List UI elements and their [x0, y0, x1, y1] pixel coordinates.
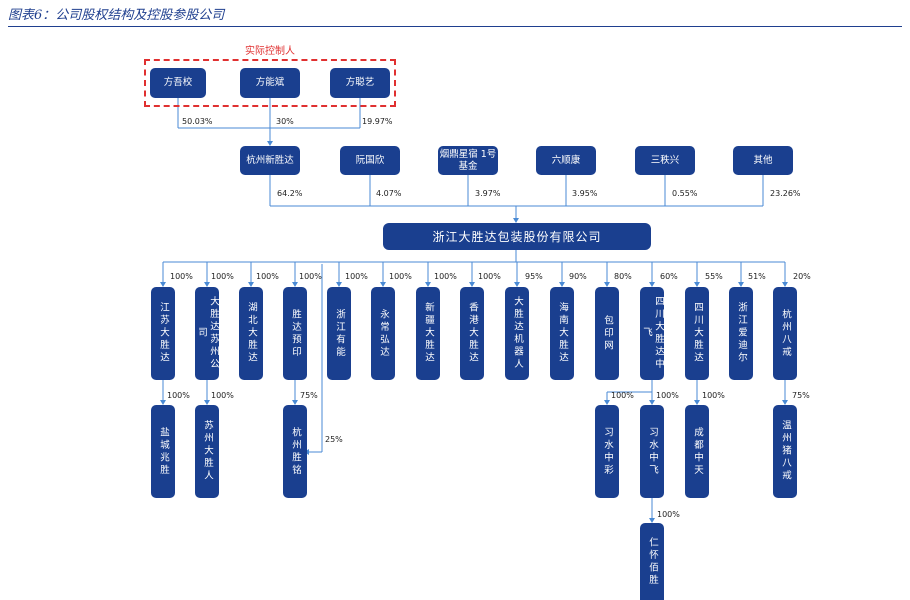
subsidiary-pct: 100% — [211, 272, 234, 281]
caption-divider — [8, 26, 902, 27]
controller-node: 方聪艺 — [330, 68, 390, 98]
subsidiary-pct: 60% — [660, 272, 678, 281]
subsidiary-node: 胜达预印 — [283, 287, 307, 380]
subsidiary-pct: 100% — [170, 272, 193, 281]
subsidiary-pct: 100% — [345, 272, 368, 281]
subsidiary-pct: 100% — [389, 272, 412, 281]
subsidiary-node: 新疆大胜达 — [416, 287, 440, 380]
second-level-node: 杭州胜铭 — [283, 405, 307, 498]
controller-pct: 30% — [276, 117, 294, 126]
subsidiary-node: 海南大胜达 — [550, 287, 574, 380]
third-level-node: 仁怀佰胜 — [640, 523, 664, 600]
subsidiary-node: 浙江爱迪尔 — [729, 287, 753, 380]
controller-node: 方能斌 — [240, 68, 300, 98]
subsidiary-pct: 95% — [525, 272, 543, 281]
second-level-pct: 100% — [702, 391, 725, 400]
figure-caption: 图表6：公司股权结构及控股参股公司 — [8, 8, 225, 23]
controller-pct: 19.97% — [362, 117, 393, 126]
actual-controller-box — [144, 59, 396, 107]
second-level-node: 苏州大胜人 — [195, 405, 219, 498]
subsidiary-node: 大胜达机器人 — [505, 287, 529, 380]
cross-holding-pct: 25% — [325, 435, 343, 444]
subsidiary-pct: 100% — [478, 272, 501, 281]
subsidiary-node: 包印网 — [595, 287, 619, 380]
subsidiary-pct: 20% — [793, 272, 811, 281]
shareholder-pct: 0.55% — [672, 189, 698, 198]
shareholder-node: 六顺康 — [536, 146, 596, 175]
second-level-node: 温州猪八戒 — [773, 405, 797, 498]
subsidiary-pct: 100% — [434, 272, 457, 281]
shareholder-pct: 64.2% — [277, 189, 303, 198]
shareholder-node: 其他 — [733, 146, 793, 175]
second-level-node: 习水中飞 — [640, 405, 664, 498]
shareholder-pct: 3.97% — [475, 189, 501, 198]
subsidiary-node: 香港大胜达 — [460, 287, 484, 380]
shareholder-node: 三秩兴 — [635, 146, 695, 175]
shareholder-node: 烟鼎星宿 1号基金 — [438, 146, 498, 175]
second-level-pct: 75% — [300, 391, 318, 400]
subsidiary-node: 永常弘达 — [371, 287, 395, 380]
subsidiary-node: 大胜达苏州公司 — [195, 287, 219, 380]
shareholder-pct: 4.07% — [376, 189, 402, 198]
subsidiary-pct: 51% — [748, 272, 766, 281]
controller-pct: 50.03% — [182, 117, 213, 126]
shareholder-node: 阮国欣 — [340, 146, 400, 175]
second-level-pct: 100% — [656, 391, 679, 400]
second-level-pct: 100% — [167, 391, 190, 400]
subsidiary-node: 湖北大胜达 — [239, 287, 263, 380]
subsidiary-pct: 100% — [299, 272, 322, 281]
actual-controller-label: 实际控制人 — [245, 46, 295, 57]
subsidiary-pct: 80% — [614, 272, 632, 281]
second-level-pct: 75% — [792, 391, 810, 400]
second-level-node: 成都中天 — [685, 405, 709, 498]
shareholder-pct: 23.26% — [770, 189, 801, 198]
main-company-node: 浙江大胜达包装股份有限公司 — [383, 223, 651, 250]
second-level-node: 盐城兆胜 — [151, 405, 175, 498]
subsidiary-pct: 90% — [569, 272, 587, 281]
shareholder-pct: 3.95% — [572, 189, 598, 198]
second-level-node: 习水中彩 — [595, 405, 619, 498]
subsidiary-node: 浙江有能 — [327, 287, 351, 380]
subsidiary-pct: 55% — [705, 272, 723, 281]
subsidiary-node: 杭州八戒 — [773, 287, 797, 380]
subsidiary-node: 四川大胜达中飞 — [640, 287, 664, 380]
subsidiary-node: 江苏大胜达 — [151, 287, 175, 380]
shareholder-node: 杭州新胜达 — [240, 146, 300, 175]
subsidiary-node: 四川大胜达 — [685, 287, 709, 380]
second-level-pct: 100% — [611, 391, 634, 400]
controller-node: 方吾校 — [150, 68, 206, 98]
second-level-pct: 100% — [211, 391, 234, 400]
third-level-pct: 100% — [657, 510, 680, 519]
subsidiary-pct: 100% — [256, 272, 279, 281]
